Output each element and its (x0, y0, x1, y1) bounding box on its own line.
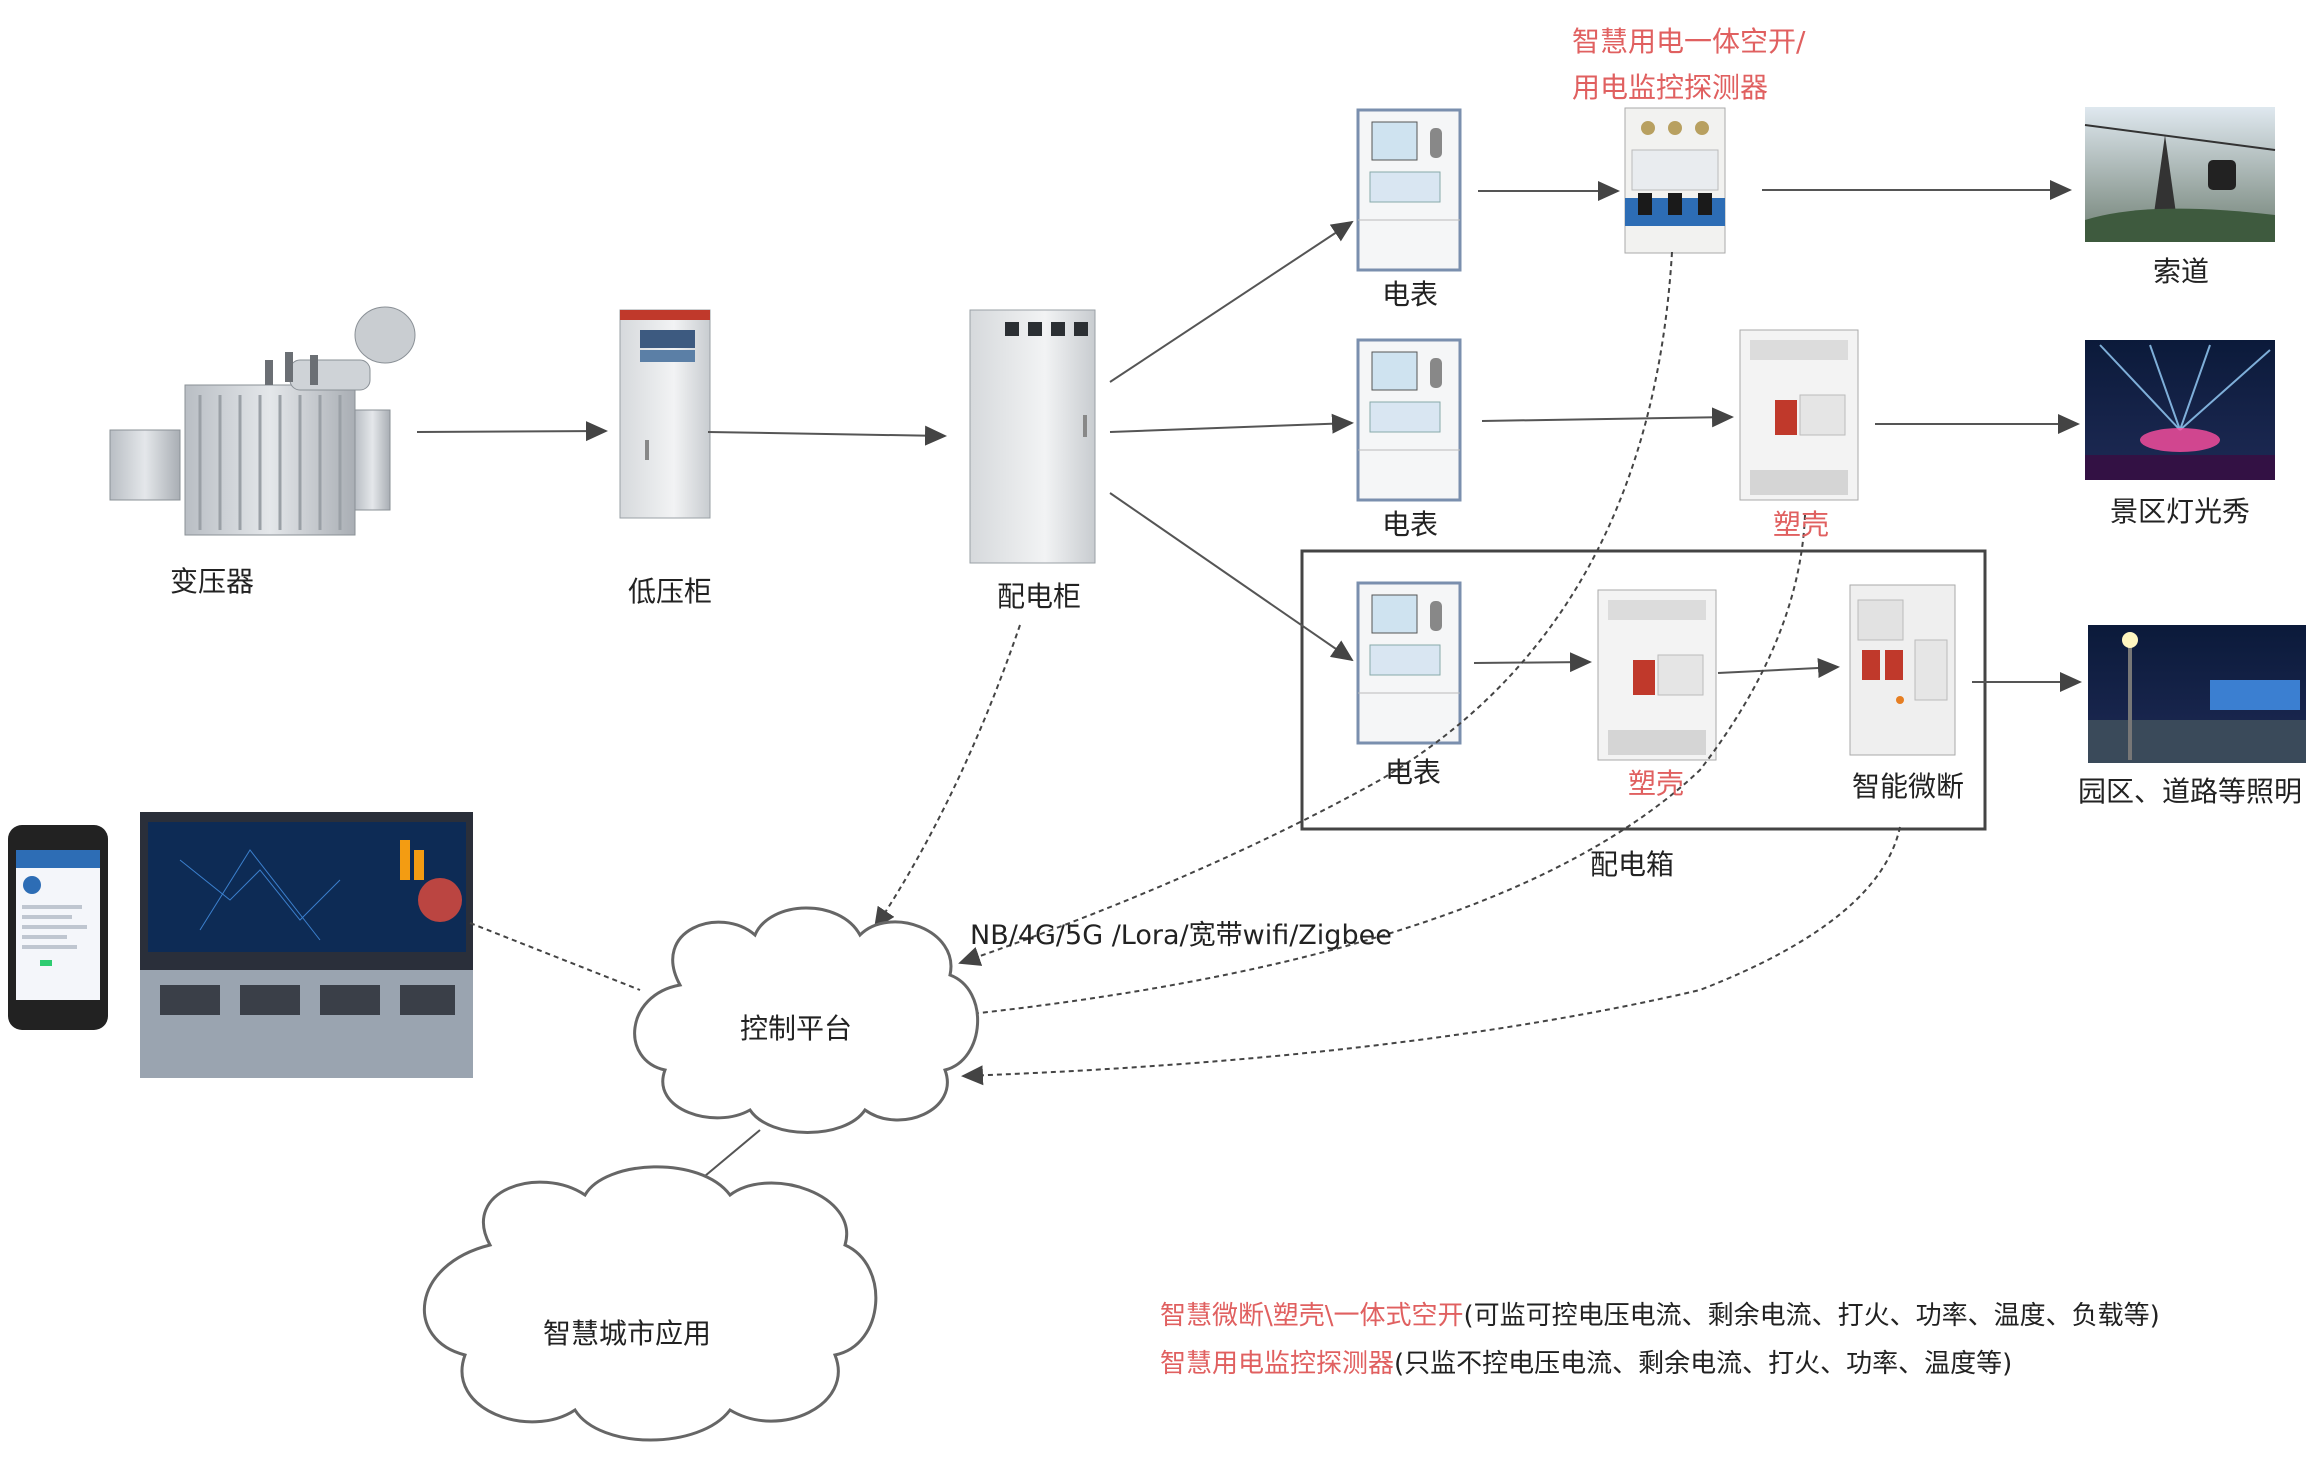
smart-city-label: 智慧城市应用 (543, 1317, 712, 1350)
cableway-image (2084, 107, 2276, 242)
smart-breaker-title-line2: 用电监控探测器 (1572, 71, 1769, 104)
note-line-1-highlight: 智慧微断\塑壳\一体式空开 (1160, 1301, 1464, 1331)
distribution-cabinet-label: 配电柜 (997, 580, 1082, 613)
note-line-2: 智慧用电监控探测器(只监不控电压电流、剩余电流、打火、功率、温度等) (1160, 1343, 2012, 1380)
note-line-2-highlight: 智慧用电监控探测器 (1160, 1349, 1395, 1379)
meter-2-image (1356, 338, 1462, 502)
distribution-box-frame (1300, 549, 1987, 831)
mobile-phone-image (8, 825, 108, 1030)
meter-1-label: 电表 (1382, 278, 1439, 311)
molded-case-1-label: 塑壳 (1773, 508, 1830, 541)
control-platform-label: 控制平台 (740, 1012, 853, 1045)
note-line-1-rest: (可监可控电压电流、剩余电流、打火、功率、温度、负载等) (1463, 1301, 2160, 1331)
smart-breaker-image (1624, 107, 1726, 254)
molded-case-2-label: 塑壳 (1628, 767, 1685, 800)
molded-case-1-image (1739, 329, 1859, 501)
low-voltage-cabinet-image (619, 309, 711, 519)
lighting-label: 园区、道路等照明 (2078, 775, 2303, 808)
cableway-label: 索道 (2153, 255, 2210, 288)
note-line-1: 智慧微断\塑壳\一体式空开(可监可控电压电流、剩余电流、打火、功率、温度、负载等… (1160, 1295, 2160, 1332)
meter-1-image (1356, 108, 1462, 272)
light-show-image (2085, 340, 2275, 480)
low-voltage-cabinet-label: 低压柜 (628, 575, 713, 608)
smart-breaker-title-line1: 智慧用电一体空开/ (1572, 25, 1806, 58)
platform-link-line (469, 922, 641, 991)
meter-3-label: 电表 (1385, 756, 1442, 789)
meter-2-label: 电表 (1382, 508, 1439, 541)
control-platform-cloud (633, 906, 980, 1134)
smart-micro-breaker-label: 智能微断 (1852, 770, 1965, 803)
lighting-image (2088, 625, 2306, 763)
transformer-image (109, 306, 416, 536)
power-flow-arrows (416, 180, 2082, 1198)
network-protocols-label: NB/4G/5G /Lora/宽带wifi/Zigbee (970, 920, 1392, 951)
communication-dashed-lines (873, 251, 1901, 1086)
molded-case-2-image (1597, 589, 1717, 761)
control-room-image (140, 812, 473, 1078)
distribution-box-label: 配电箱 (1590, 848, 1675, 881)
light-show-label: 景区灯光秀 (2110, 495, 2251, 528)
meter-3-image (1356, 581, 1462, 745)
distribution-cabinet-image (969, 309, 1096, 564)
smart-micro-breaker-image (1849, 584, 1956, 756)
smart-city-cloud (422, 1165, 878, 1442)
transformer-label: 变压器 (170, 565, 255, 598)
note-line-2-rest: (只监不控电压电流、剩余电流、打火、功率、温度等) (1394, 1349, 2013, 1379)
